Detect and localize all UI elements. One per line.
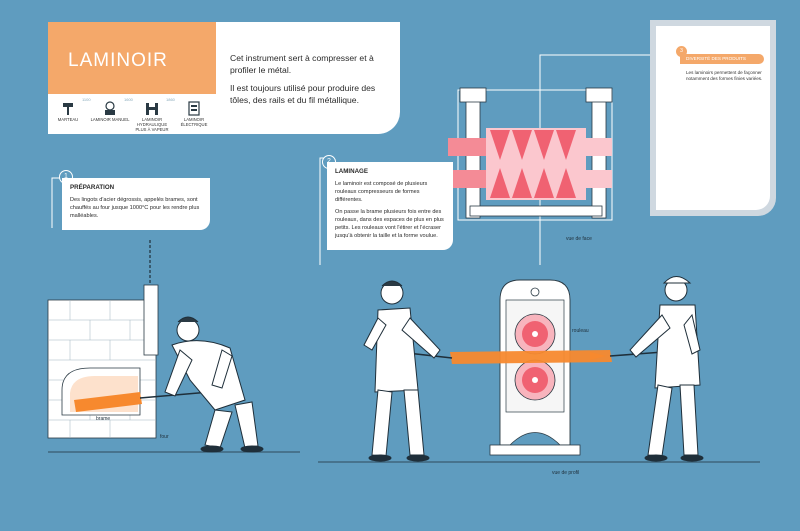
timeline-step-electrique: 1860 LAMINOIR ÉLECTRIQUE <box>166 97 214 127</box>
header-card: LAMINOIR Cet instrument sert à compresse… <box>48 22 400 134</box>
worker-furnace <box>164 316 264 453</box>
description-line-1: Cet instrument sert à compresser et à pr… <box>230 53 374 75</box>
timeline: MARTEAU 1100 LAMINOIR MANUEL 1600 LAMINO… <box>48 97 216 134</box>
hydraulic-mill-icon <box>146 103 158 115</box>
laminage-note: LAMINAGE Le laminoir est composé de plus… <box>327 162 453 250</box>
label-rouleau: rouleau <box>572 328 589 334</box>
laminage-heading: LAMINAGE <box>335 168 368 175</box>
timeline-year: 1600 <box>124 97 133 102</box>
laminage-text-1: Le laminoir est composé de plusieurs rou… <box>335 181 428 203</box>
timeline-year: 1860 <box>166 97 175 102</box>
label-vue-face: vue de face <box>566 236 592 242</box>
label-brame: brame <box>96 416 111 422</box>
worker-mill-right <box>629 276 704 462</box>
manual-mill-icon <box>105 101 115 115</box>
brame-slab <box>74 392 142 412</box>
mill-front <box>448 87 613 221</box>
timeline-step-marteau: MARTEAU <box>48 98 88 122</box>
products-text: Les laminoirs permettent de façonner not… <box>686 70 763 81</box>
title-box: LAMINOIR <box>48 22 216 94</box>
electric-mill-icon <box>188 101 200 116</box>
timeline-label: LAMINOIR MANUEL <box>90 117 130 122</box>
products-inner: 3 DIVERSITÉ DES PRODUITS Les laminoirs p… <box>656 26 770 210</box>
products-heading: DIVERSITÉ DES PRODUITS <box>680 54 764 64</box>
preparation-text: Des lingots d'acier dégrossis, appelés b… <box>70 197 200 219</box>
label-four: four <box>160 434 169 440</box>
hot-bar <box>450 350 612 364</box>
timeline-step-manuel: 1100 LAMINOIR MANUEL <box>82 97 130 122</box>
description-line-2: Il est toujours utilisé pour produire de… <box>230 83 376 105</box>
preparation-note: PRÉPARATION Des lingots d'acier dégrossi… <box>62 178 210 230</box>
page-title: LAMINOIR <box>68 50 168 71</box>
preparation-heading: PRÉPARATION <box>70 184 115 191</box>
worker-mill-left <box>363 280 441 462</box>
description: Cet instrument sert à compresser et à pr… <box>230 52 390 112</box>
products-card: 3 DIVERSITÉ DES PRODUITS Les laminoirs p… <box>650 20 776 216</box>
label-vue-profil: vue de profil <box>552 470 580 476</box>
timeline-label: LAMINOIR ÉLECTRIQUE <box>180 117 208 127</box>
timeline-label: LAMINOIR HYDRAULIQUE PLUS À VAPEUR <box>135 117 169 132</box>
hammer-icon <box>63 103 73 115</box>
timeline-step-hydraulique: 1600 LAMINOIR HYDRAULIQUE PLUS À VAPEUR <box>124 97 172 132</box>
mill-profile <box>489 279 581 456</box>
laminage-text-2: On passe la brame plusieurs fois entre d… <box>335 209 444 239</box>
timeline-label: MARTEAU <box>57 117 79 122</box>
timeline-year: 1100 <box>82 97 91 102</box>
